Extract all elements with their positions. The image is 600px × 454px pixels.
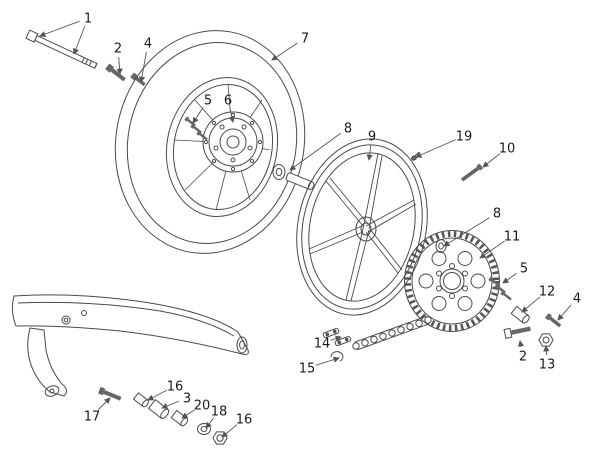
callout-label: 12 xyxy=(539,285,556,300)
callout-label: 3 xyxy=(183,392,191,407)
bolt-10 xyxy=(460,163,484,182)
bushing-3 xyxy=(147,398,170,420)
master-link xyxy=(322,327,352,347)
callout-label: 9 xyxy=(368,130,376,145)
axle-shaft xyxy=(25,29,98,69)
nut-13 xyxy=(538,333,554,347)
callout-leader xyxy=(330,335,342,342)
callout-leader xyxy=(221,424,238,438)
sprocket-screws xyxy=(488,276,512,301)
callout-label: 15 xyxy=(299,362,316,377)
callout-label: 5 xyxy=(204,94,212,109)
callout-leader xyxy=(73,26,86,55)
callout-leader xyxy=(517,340,525,348)
callout-leader xyxy=(205,417,214,429)
callout-label: 6 xyxy=(224,94,232,109)
callout-leader xyxy=(116,56,123,75)
callout-leader xyxy=(161,400,179,409)
callout-leader xyxy=(557,304,572,321)
sprocket xyxy=(404,230,500,332)
callout-label: 4 xyxy=(144,37,152,52)
callout-label: 8 xyxy=(493,207,501,222)
callout-label: 17 xyxy=(84,410,101,425)
callout-leader xyxy=(502,272,517,284)
callout-leader xyxy=(181,409,195,419)
callout-leader xyxy=(228,108,235,123)
callout-leader xyxy=(315,356,340,366)
callout-label: 16 xyxy=(167,380,184,395)
callout-label: 14 xyxy=(314,337,331,352)
wheel-spacer xyxy=(272,164,315,191)
callout-label: 10 xyxy=(499,142,516,157)
bolt-top-2 xyxy=(105,63,126,82)
callout-label: 19 xyxy=(456,130,473,145)
callout-label: 13 xyxy=(539,358,556,373)
callout-leader xyxy=(443,217,490,247)
rim-spokes xyxy=(308,153,417,302)
disc-screws xyxy=(184,116,208,141)
nut-16b xyxy=(212,431,228,445)
callout-label: 18 xyxy=(211,405,228,420)
spacer-20 xyxy=(170,409,189,427)
callout-label: 8 xyxy=(344,122,352,137)
callout-leader xyxy=(543,345,550,356)
callout-leader xyxy=(289,132,341,171)
brake-disc xyxy=(202,111,264,173)
tire xyxy=(114,30,306,254)
callout-label: 1 xyxy=(84,12,92,27)
callout-leader xyxy=(479,240,505,259)
callout-leader xyxy=(415,139,456,158)
callout-leader xyxy=(366,144,373,161)
callout-leader xyxy=(147,389,168,401)
bolt-17 xyxy=(98,386,122,401)
callout-label: 2 xyxy=(519,350,527,365)
callout-label: 20 xyxy=(194,399,211,414)
swingarm xyxy=(11,294,249,397)
callout-label: 2 xyxy=(114,42,122,57)
callout-leader xyxy=(98,397,111,410)
callout-label: 4 xyxy=(573,292,581,307)
link-clip xyxy=(330,351,344,362)
callout-leader xyxy=(39,20,80,38)
callout-leader xyxy=(482,153,501,168)
rear-rim xyxy=(296,138,428,316)
callout-leader xyxy=(521,296,541,313)
callout-leader xyxy=(192,107,204,124)
bushing-12 xyxy=(510,305,530,324)
bolt-2-right xyxy=(503,326,531,339)
callout-label: 16 xyxy=(236,413,253,428)
spacer-16a xyxy=(132,392,149,408)
callout-label: 7 xyxy=(301,32,309,47)
chain xyxy=(352,315,432,351)
callout-leader xyxy=(138,51,147,83)
callout-leader xyxy=(271,42,298,61)
bolt-4-right xyxy=(545,313,562,328)
callout-label: 5 xyxy=(520,262,528,277)
callout-label: 11 xyxy=(504,230,521,245)
